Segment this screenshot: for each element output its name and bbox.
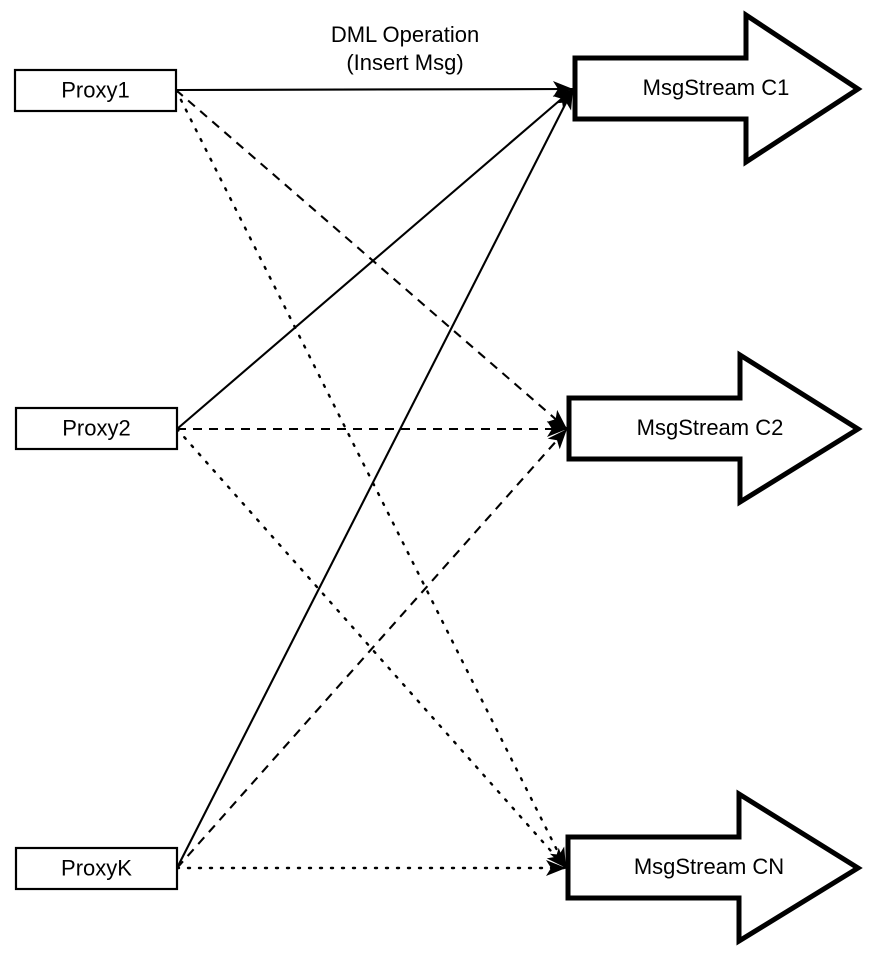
arrow-head-pk-c2 [547, 429, 567, 450]
flow-edge-p1-c1 [175, 87, 574, 92]
edge-annotation: DML Operation (Insert Msg) [331, 22, 479, 75]
arrow-head-p2-c2 [547, 421, 567, 437]
stream-node-stream_c2[interactable]: MsgStream C2 [566, 350, 863, 507]
stream-label: MsgStream C2 [637, 415, 784, 440]
streams-layer: MsgStream C1 MsgStream C2 MsgStream CN [565, 10, 863, 946]
proxy-label: ProxyK [61, 855, 132, 880]
flow-edge-pk-c2 [176, 428, 568, 869]
arrow-head-pk-c1 [556, 89, 573, 111]
stream-arrow-shape [565, 789, 863, 946]
proxy-node-proxy2[interactable]: Proxy2 [14, 406, 179, 451]
arrow-head-pk-cn [546, 860, 566, 876]
proxy-node-proxy1[interactable]: Proxy1 [13, 68, 178, 113]
arrow-head-p2-cn [546, 847, 566, 868]
arrow-head-p1-c1 [552, 81, 573, 98]
flow-edge-p1-cn [174, 88, 568, 870]
annotation-line-1: DML Operation [331, 22, 479, 47]
proxy-label: Proxy1 [61, 77, 129, 102]
stream-arrow-shape [572, 10, 863, 167]
proxy-box-rect [14, 846, 179, 891]
stream-node-stream_c1[interactable]: MsgStream C1 [572, 10, 863, 167]
flow-edge-pk-c1 [176, 88, 574, 869]
flow-edge-p1-c2 [175, 89, 568, 430]
proxy-box-rect [14, 406, 179, 451]
stream-node-stream_cn[interactable]: MsgStream CN [565, 789, 863, 946]
stream-label: MsgStream CN [634, 854, 784, 879]
annotation-line-2: (Insert Msg) [346, 50, 463, 75]
edges-layer [174, 87, 574, 870]
proxy-box-rect [13, 68, 178, 113]
stream-label: MsgStream C1 [643, 75, 790, 100]
arrow-head-p1-c2 [546, 409, 567, 429]
proxy-node-proxyK[interactable]: ProxyK [14, 846, 179, 891]
flow-edge-p2-c1 [176, 88, 574, 430]
arrowheads-layer [546, 81, 573, 876]
proxy-label: Proxy2 [62, 415, 130, 440]
stream-arrow-shape [566, 350, 863, 507]
